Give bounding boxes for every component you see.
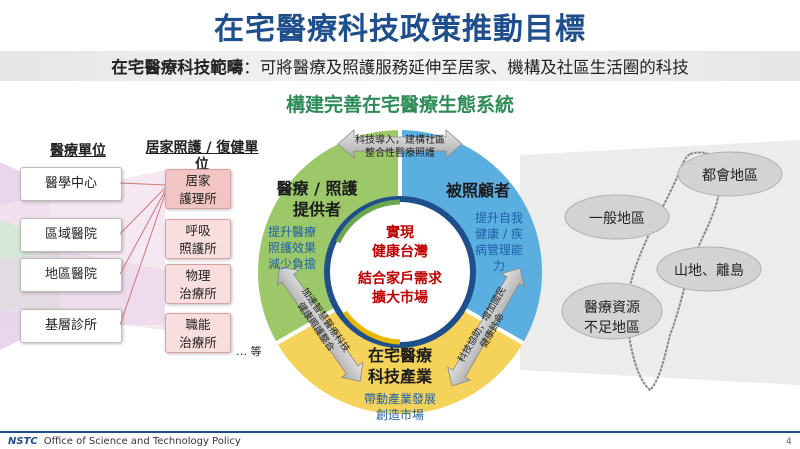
care-unit-occupational-therapy: 職能 治療所 (165, 313, 231, 353)
left-double-arrow (276, 266, 364, 382)
top-arrow-label: 科技導入，建構社區 整合性醫療照護 (338, 134, 462, 160)
cared-title: 被照顧者 (445, 181, 510, 200)
region-underserved-line: 醫療資源 (584, 300, 640, 316)
connector-line (120, 187, 166, 235)
industry-sub-line: 帶動產業發展 (363, 392, 436, 406)
care-unit-line: 物理 (185, 268, 211, 283)
care-unit-line: 護理所 (179, 191, 217, 206)
center-line: 擴大市場 (372, 290, 428, 306)
industry-title-line: 科技產業 (367, 367, 432, 386)
region-ellipse-general (564, 194, 670, 240)
care-unit-line: 職能 (185, 317, 211, 332)
scope-band (0, 51, 800, 81)
footer-org: Office of Science and Technology Policy (43, 436, 241, 447)
center-disc (334, 206, 466, 338)
top-arrow-line: 科技導入，建構社區 (355, 135, 445, 146)
center-line: 結合家戶需求 (358, 271, 442, 287)
region-ellipses (561, 151, 783, 340)
region-mountain-island: 山地、離島 (674, 263, 744, 279)
region-ellipse-underserved (561, 282, 663, 340)
scope-statement: 在宅醫療科技範疇：可將醫療及照護服務延伸至居家、機構及社區生活圈的科技 (0, 54, 800, 78)
ring-accent-green (335, 199, 401, 244)
region-ellipse-metro (677, 151, 783, 197)
provider-title-line: 醫療 / 照護 (276, 179, 358, 198)
cared-sub-line: 健康 / 疾 (475, 227, 523, 241)
center-line: 健康台灣 (372, 244, 428, 260)
provider-sub-line: 減少負擔 (267, 257, 316, 271)
provider-sub-line: 照護效果 (267, 241, 316, 255)
provider-sub-line: 提升醫療 (267, 225, 316, 239)
medical-unit-district-hospital: 地區醫院 (20, 258, 122, 292)
region-metro: 都會地區 (702, 168, 758, 184)
industry-sub-line: 創造市場 (375, 408, 424, 422)
care-unit-line: 呼吸 (185, 223, 211, 238)
scope-label: 在宅醫療科技範疇 (111, 58, 244, 77)
cared-sub-line: 提升自我 (474, 211, 523, 225)
connector-line (120, 193, 166, 326)
region-underserved: 醫療資源 不足地區 (562, 298, 662, 338)
region-underserved-line: 不足地區 (584, 320, 640, 336)
medical-units-header: 醫療單位 (50, 143, 106, 159)
page-title: 在宅醫療科技政策推動目標 (214, 12, 586, 47)
page-number: 4 (786, 437, 792, 447)
footer-divider (0, 431, 800, 433)
care-unit-home-nursing: 居家 護理所 (165, 169, 231, 209)
care-unit-physical-therapy: 物理 治療所 (165, 264, 231, 304)
center-goal: 實現 健康台灣 結合家戶需求 擴大市場 (340, 224, 460, 308)
connector-line (120, 190, 166, 275)
care-unit-line: 居家 (185, 173, 211, 188)
top-arrow-line: 整合性醫療照護 (365, 148, 435, 159)
ecosystem-title: 構建完善在宅醫療生態系統 (285, 94, 514, 116)
care-connector-lines (120, 182, 166, 326)
care-unit-line: 治療所 (179, 286, 217, 301)
medical-unit-regional-hospital: 區域醫院 (20, 218, 122, 252)
medical-unit-primary-clinic: 基層診所 (20, 309, 122, 343)
region-ellipse-mountain (656, 246, 762, 292)
right-double-arrow (447, 267, 525, 387)
provider-title: 醫療 / 照護 提供者 (262, 178, 372, 220)
center-line: 實現 (386, 225, 414, 241)
top-double-arrow (337, 129, 463, 159)
cared-sub-line: 病管理能 (474, 243, 523, 257)
ring-accent-yellow (342, 310, 401, 345)
scope-text: ：可將醫療及照護服務延伸至居家、機構及社區生活圈的科技 (243, 58, 689, 77)
care-unit-line: 治療所 (179, 335, 217, 350)
center-spacer (340, 262, 460, 270)
cared-sub-line: 力 (492, 259, 505, 273)
care-unit-respiratory: 呼吸 照護所 (165, 219, 231, 259)
industry-sub: 帶動產業發展 創造市場 (350, 391, 450, 423)
industry-title: 在宅醫療 科技產業 (350, 345, 450, 387)
footer: NSTC Office of Science and Technology Pol… (8, 436, 241, 447)
care-unit-line: 照護所 (179, 241, 217, 256)
medical-unit-medical-center: 醫學中心 (20, 167, 122, 201)
care-units-etc: … 等 (236, 345, 262, 358)
provider-sub: 提升醫療 照護效果 減少負擔 (262, 224, 322, 272)
industry-title-line: 在宅醫療 (367, 346, 432, 365)
taiwan-map-outline (625, 151, 722, 392)
region-general: 一般地區 (589, 211, 645, 227)
provider-title-line: 提供者 (292, 200, 341, 219)
cared-sub: 提升自我 健康 / 疾 病管理能 力 (470, 210, 528, 274)
connector-line (120, 182, 166, 186)
nstc-logo: NSTC (8, 436, 38, 447)
ecosystem-wheel (257, 129, 543, 415)
